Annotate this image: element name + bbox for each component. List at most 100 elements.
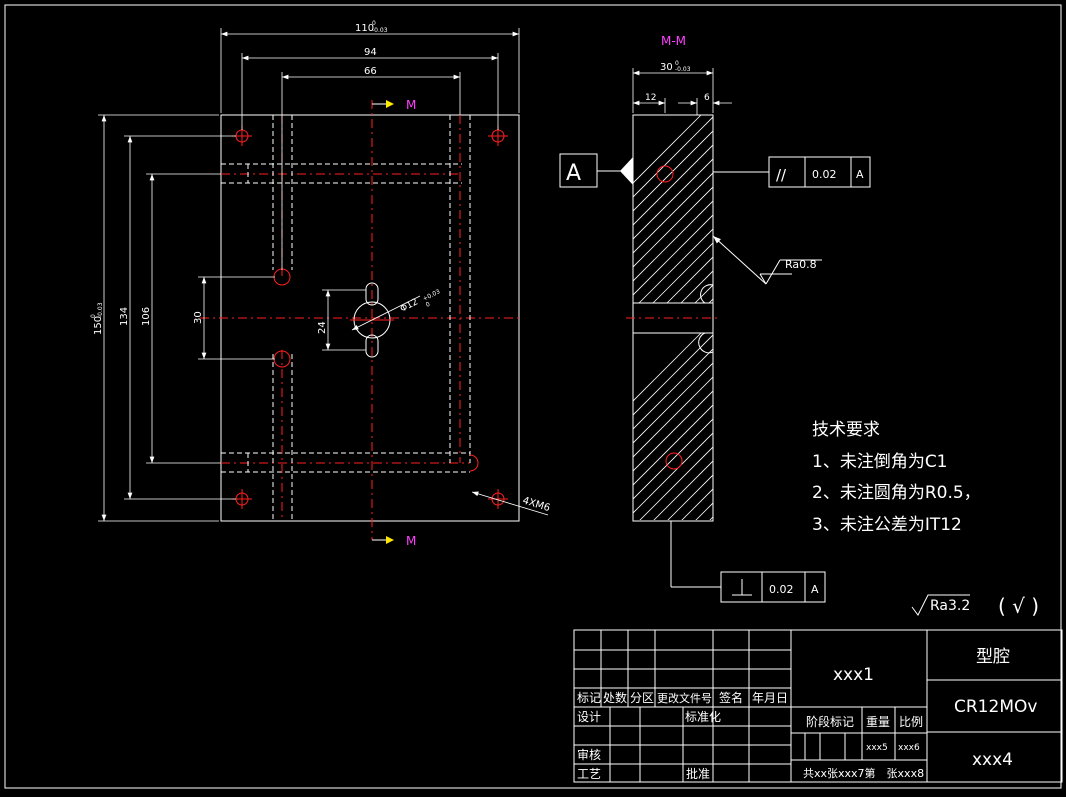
hatch-line	[633, 333, 702, 402]
svg-text:工艺: 工艺	[577, 767, 601, 781]
svg-text:0.02: 0.02	[769, 583, 794, 596]
dimension-24: 24	[317, 289, 366, 351]
hatch-line	[793, 115, 981, 303]
section-title: M-M	[661, 34, 686, 48]
hatch-line	[779, 115, 967, 303]
title-block: 标记 处数 分区 更改文件号 签名 年月日 设计 标准化 审核 工艺 批准 阶段…	[573, 629, 1063, 783]
hatch-line	[765, 115, 953, 303]
svg-text:94: 94	[364, 47, 377, 58]
svg-text:A: A	[856, 168, 864, 181]
hatch-line	[737, 115, 925, 303]
hatch-line	[633, 214, 713, 296]
hatch-line	[751, 115, 939, 303]
tech-req-title: 技术要求	[812, 420, 880, 440]
screw-holes	[232, 126, 508, 509]
svg-text:Φ12: Φ12	[399, 297, 420, 314]
hatch-line	[633, 362, 713, 444]
svg-text:0: 0	[425, 301, 432, 309]
svg-text:A: A	[811, 583, 819, 596]
hatch-line	[633, 432, 713, 514]
parallel-tolerance-frame: // 0.02 A	[713, 156, 871, 188]
svg-text:设计: 设计	[577, 710, 601, 724]
svg-text:30: 30	[660, 62, 673, 73]
hatch-line	[633, 376, 713, 458]
hatch-line	[666, 256, 713, 303]
svg-text:0: 0	[90, 314, 97, 318]
svg-text:Ra0.8: Ra0.8	[785, 258, 817, 271]
drawing-name: xxx1	[833, 665, 874, 685]
hatch-line	[633, 404, 713, 486]
dimension-110: 110 0 -0.03	[220, 20, 520, 113]
hatch-line	[681, 488, 713, 520]
dimension-94: 94	[241, 47, 499, 130]
svg-text://: //	[776, 166, 787, 184]
surface-finish-ra08: Ra0.8	[712, 235, 822, 285]
dimension-hole-diameter: Φ12 +0.03 0	[351, 288, 441, 331]
svg-text:0: 0	[675, 60, 679, 67]
hatch-line	[633, 158, 713, 240]
technical-requirements: 技术要求 1、未注倒角为C1 2、未注圆角为R0.5， 3、未注公差为IT12	[812, 420, 981, 535]
hatch-line	[694, 284, 713, 303]
hatch-line	[633, 348, 713, 430]
hatch-line	[633, 172, 713, 254]
dimension-section-12: 12	[633, 93, 666, 113]
section-marker-top: M	[372, 98, 416, 112]
svg-text:-0.03: -0.03	[675, 66, 691, 73]
svg-text:共xx张xxx7第 张xxx8: 共xx张xxx7第 张xxx8	[803, 766, 924, 780]
svg-text:150: 150	[93, 316, 104, 335]
svg-text:批准: 批准	[686, 766, 710, 781]
svg-text:-0.03: -0.03	[372, 27, 388, 34]
svg-text:阶段标记: 阶段标记	[806, 714, 854, 729]
dimension-section-30: 30 0 -0.03	[632, 60, 714, 113]
tech-req-item-1: 1、未注倒角为C1	[812, 452, 948, 472]
svg-text:xxx5: xxx5	[866, 743, 888, 753]
svg-text:Ra3.2: Ra3.2	[930, 598, 970, 614]
svg-text:0: 0	[372, 20, 376, 27]
plan-view: M M 110 0 -0.03 94 66	[90, 20, 551, 548]
hatch-line	[849, 115, 1037, 303]
cooling-channels	[221, 115, 479, 521]
dimension-30: 30	[193, 276, 275, 360]
svg-text:134: 134	[119, 307, 130, 326]
hatch-line	[708, 298, 713, 303]
hatch-line	[638, 228, 713, 303]
svg-text:更改文件号: 更改文件号	[657, 691, 712, 705]
svg-text:标记: 标记	[577, 691, 601, 705]
svg-text:106: 106	[141, 307, 152, 326]
hatch-line	[667, 474, 713, 520]
svg-text:签名: 签名	[719, 690, 743, 705]
section-view: M-M 30 0 -0.03 12	[559, 34, 1051, 603]
hatch-line	[807, 115, 995, 303]
hatch-line	[835, 115, 1023, 303]
hatch-bottom	[633, 333, 713, 520]
svg-text:重量: 重量	[866, 715, 890, 729]
svg-text:6: 6	[704, 93, 710, 103]
dimension-150: 150 0 -0.03	[90, 114, 219, 522]
perpendicular-tolerance-frame: 0.02 A	[670, 521, 826, 603]
hatch-line	[633, 200, 713, 282]
svg-text:30: 30	[193, 311, 204, 324]
hatch-line	[633, 390, 713, 472]
svg-text:审核: 审核	[577, 747, 601, 762]
hatch-line	[633, 186, 713, 268]
hatch-line	[633, 418, 713, 500]
dimension-66: 66	[281, 66, 461, 270]
hatch-line	[723, 115, 911, 303]
thread-callout: 4XM6	[471, 491, 551, 516]
hatch-line	[633, 115, 702, 184]
svg-text:xxx6: xxx6	[898, 743, 920, 753]
hatch-line	[652, 242, 713, 303]
hatch-line	[863, 115, 1051, 303]
dimension-106: 106	[141, 173, 221, 464]
svg-text:M: M	[406, 534, 416, 548]
hatch-line	[653, 460, 713, 520]
dimension-section-6: 6	[678, 93, 732, 115]
svg-text:比例: 比例	[899, 715, 923, 729]
svg-text:标准化: 标准化	[685, 710, 721, 724]
channel-hole-top	[656, 165, 674, 183]
svg-text:-0.03: -0.03	[97, 302, 104, 318]
tech-req-item-3: 3、未注公差为IT12	[812, 515, 962, 535]
svg-text:处数: 处数	[603, 690, 627, 705]
